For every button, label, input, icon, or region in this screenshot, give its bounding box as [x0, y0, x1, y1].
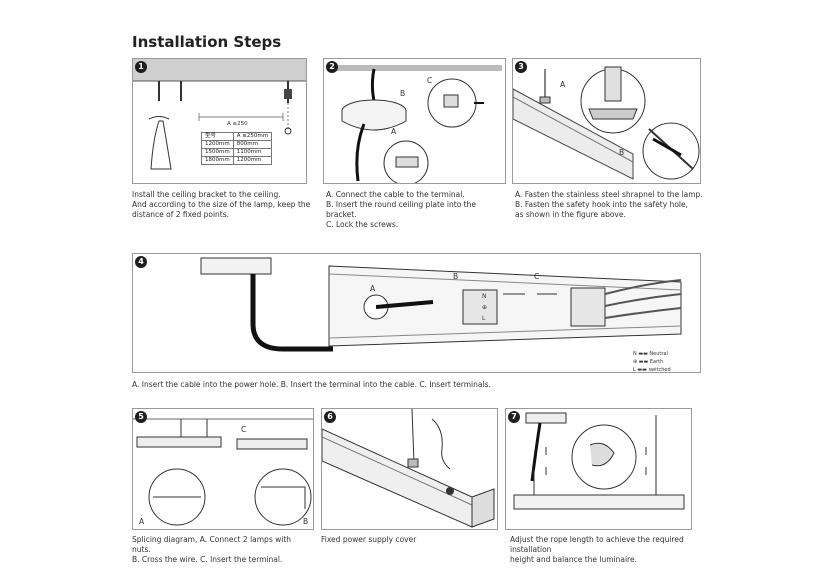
hand-icon: [431, 418, 451, 470]
step-4-illustration: [200, 257, 682, 352]
ceiling-plate: [200, 257, 272, 275]
hand-icon: [150, 120, 172, 170]
legend-key: ⊕: [633, 359, 638, 365]
step-1-panel: 1 A ≤250 型号 A ≤250mm 1200mm 800mm 1500mm…: [132, 58, 307, 184]
step-7-illustration: [513, 412, 685, 510]
power-cable: [530, 422, 542, 482]
callout-a: A: [370, 284, 376, 293]
table-header-row: 型号 A ≤250mm: [201, 132, 273, 141]
terminal-letter: ⊕: [482, 304, 488, 311]
table-cell: 1200mm: [201, 140, 234, 149]
callout-b: B: [453, 272, 459, 281]
table-header: 型号: [201, 132, 234, 141]
callout-b: B: [619, 148, 625, 157]
dimension-label: A ≤250: [227, 121, 248, 127]
hand-icon: [589, 442, 615, 467]
step-5-panel: 5 C A B: [132, 408, 314, 530]
step-number: 7: [508, 411, 520, 423]
power-cable: [250, 274, 333, 352]
step-2-panel: 2 A B C: [323, 58, 506, 184]
callout-b: B: [400, 89, 406, 98]
step-6-caption: Fixed power supply cover: [321, 535, 417, 544]
table-cell: 1200mm: [232, 156, 273, 165]
step-number: 5: [135, 411, 147, 423]
lamp-body: [513, 494, 685, 510]
step-7-panel: 7: [505, 408, 692, 530]
callout-a: A: [391, 127, 397, 136]
table-cell: 1500mm: [201, 148, 234, 157]
screw-icon: [446, 487, 454, 495]
step-4-caption: A. Insert the cable into the power hole.…: [132, 380, 491, 389]
size-table: 型号 A ≤250mm 1200mm 800mm 1500mm 1100mm 1…: [201, 132, 273, 165]
callout-a: A: [560, 80, 566, 89]
step-3-panel: 3 A B: [512, 58, 701, 184]
lamp-body: [513, 88, 634, 180]
terminal-letter: N: [482, 293, 487, 300]
ceiling-plate: [525, 412, 567, 424]
lamp-body: [322, 428, 473, 528]
page-title: Installation Steps: [132, 33, 282, 51]
callout-c: C: [534, 272, 540, 281]
step-6-panel: 6: [321, 408, 498, 530]
step-number: 1: [135, 61, 147, 73]
callout-c: C: [241, 425, 247, 434]
legend-key: L: [633, 367, 636, 373]
step-6-illustration: [322, 409, 495, 528]
step-2-caption: A. Connect the cable to the terminal. B.…: [326, 190, 476, 229]
step-5-caption: Splicing diagram, A. Connect 2 lamps wit…: [132, 535, 292, 564]
step-2-illustration: [332, 65, 502, 183]
step-5-illustration: [133, 418, 313, 526]
step-4-panel: 4 A B C N ⊕ L N ▬▬ Neutral ⊕ ▬▬ Earth L …: [132, 253, 701, 373]
callout-c: C: [427, 76, 433, 85]
legend-value: switched: [648, 367, 671, 373]
table-row: 1500mm 1100mm: [201, 148, 273, 157]
legend-row: ⊕ ▬▬ Earth: [633, 359, 664, 365]
legend-value: Earth: [649, 359, 664, 365]
legend-row: L ▬▬ switched: [633, 367, 671, 373]
lamp-body: [236, 438, 308, 450]
table-header: A ≤250mm: [232, 132, 273, 141]
ceiling-hatch: [133, 59, 306, 81]
step-number: 2: [326, 61, 338, 73]
table-row: 1800mm 1200mm: [201, 156, 273, 165]
legend-key: N: [633, 351, 637, 357]
step-3-illustration: [513, 66, 700, 180]
step-number: 4: [135, 256, 147, 268]
wire-legend: N ▬▬ Neutral ⊕ ▬▬ Earth L ▬▬ switched: [633, 350, 671, 373]
table-row: 1200mm 800mm: [201, 140, 273, 149]
callout-b: B: [303, 517, 309, 526]
table-cell: 1100mm: [232, 148, 273, 157]
table-cell: 800mm: [232, 140, 273, 149]
step-1-caption: Install the ceiling bracket to the ceili…: [132, 190, 311, 219]
terminal-block: [462, 289, 498, 325]
step-7-caption: Adjust the rope length to achieve the re…: [510, 535, 684, 564]
legend-value: Neutral: [649, 351, 668, 357]
step-3-caption: A. Fasten the stainless steel shrapnel t…: [515, 190, 703, 219]
step-number: 6: [324, 411, 336, 423]
terminal-letter: L: [482, 315, 486, 322]
step-number: 3: [515, 61, 527, 73]
step-1-illustration: [133, 59, 306, 170]
detail-circle-b: [254, 468, 312, 526]
callout-a: A: [139, 517, 145, 526]
table-cell: 1800mm: [201, 156, 234, 165]
legend-row: N ▬▬ Neutral: [633, 351, 668, 357]
lamp-body: [136, 436, 222, 448]
terminal-block: [570, 287, 606, 327]
